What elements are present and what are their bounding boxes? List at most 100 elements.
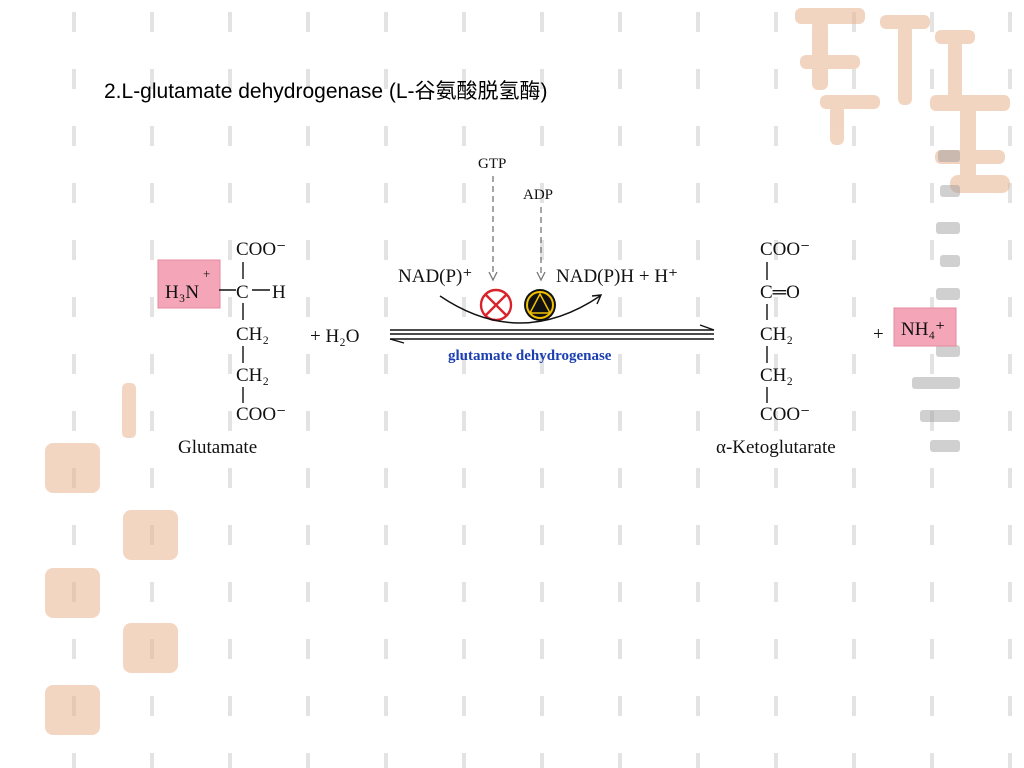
glutamate-alpha-h: H — [272, 282, 286, 303]
background-dash — [150, 12, 154, 32]
seal-small-3 — [123, 510, 178, 560]
background-dash — [852, 69, 856, 89]
background-dash — [618, 753, 622, 768]
background-dash — [384, 12, 388, 32]
background-dash — [462, 183, 466, 203]
background-dash — [150, 126, 154, 146]
background-dash — [72, 69, 76, 89]
background-dash — [930, 753, 934, 768]
background-dash — [150, 753, 154, 768]
background-dash — [72, 126, 76, 146]
cofactor-curved-arrow — [439, 295, 601, 324]
background-dash — [384, 411, 388, 431]
nadp-label: NAD(P)⁺ — [398, 266, 472, 287]
inhibitor-circle-x-icon — [479, 288, 513, 322]
background-dash — [228, 240, 232, 260]
background-dash — [618, 525, 622, 545]
background-dash — [540, 183, 544, 203]
background-dash — [384, 468, 388, 488]
background-dash — [1008, 525, 1012, 545]
background-dash — [72, 240, 76, 260]
background-dash — [852, 183, 856, 203]
background-dash — [72, 183, 76, 203]
background-dash — [1008, 468, 1012, 488]
background-dash — [384, 753, 388, 768]
background-dash — [930, 639, 934, 659]
adp-label: ADP — [523, 187, 553, 203]
background-dash — [540, 525, 544, 545]
glutamate-carboxyl-bottom: COO⁻ — [236, 404, 286, 425]
background-dash — [696, 525, 700, 545]
background-dash — [150, 240, 154, 260]
background-dash — [696, 297, 700, 317]
background-dash — [852, 240, 856, 260]
background-dash — [540, 69, 544, 89]
background-dash — [384, 183, 388, 203]
background-dash — [540, 240, 544, 260]
background-dash — [150, 69, 154, 89]
background-dash — [228, 12, 232, 32]
regulators: GTP ADP — [478, 156, 556, 322]
background-dash — [930, 582, 934, 602]
background-dash — [696, 354, 700, 374]
background-dash — [72, 354, 76, 374]
background-dash — [462, 411, 466, 431]
background-dash — [1008, 354, 1012, 374]
background-dash — [1008, 639, 1012, 659]
background-dash — [774, 582, 778, 602]
background-dash — [696, 582, 700, 602]
background-dash — [384, 354, 388, 374]
background-dash — [384, 69, 388, 89]
cofactor-arrowhead — [591, 294, 603, 305]
background-dash — [852, 468, 856, 488]
background-dash — [618, 297, 622, 317]
background-dash — [72, 525, 76, 545]
background-dash — [228, 582, 232, 602]
background-dash — [696, 696, 700, 716]
background-dash — [228, 354, 232, 374]
background-dash — [774, 696, 778, 716]
background-dash — [150, 354, 154, 374]
background-dash — [462, 696, 466, 716]
background-dash — [774, 69, 778, 89]
background-dash — [462, 468, 466, 488]
background-dash — [852, 411, 856, 431]
background-dash — [618, 354, 622, 374]
background-dash — [150, 696, 154, 716]
seal-small-2 — [45, 443, 100, 493]
background-dash — [72, 12, 76, 32]
background-dash — [384, 240, 388, 260]
glutamate-amine-charge: + — [203, 266, 210, 281]
ketoglutarate-ch2-2: CH₂ — [760, 365, 793, 386]
background-dash — [852, 753, 856, 768]
background-dash — [540, 639, 544, 659]
background-dash — [774, 354, 778, 374]
background-dash — [696, 12, 700, 32]
reversible-arrows — [389, 324, 715, 344]
background-dash — [930, 696, 934, 716]
background-dash — [150, 582, 154, 602]
background-dash — [228, 468, 232, 488]
background-dash — [306, 753, 310, 768]
glutamate-carboxyl-top: COO⁻ — [236, 239, 286, 260]
background-dash — [540, 354, 544, 374]
background-dash — [618, 696, 622, 716]
water-label: + H₂O — [310, 326, 360, 347]
glutamate-structure: COO⁻ H₃N + C H CH₂ CH₂ COO⁻ Glutamate — [157, 239, 286, 458]
background-dash — [1008, 753, 1012, 768]
background-dash — [696, 126, 700, 146]
background-dash — [930, 468, 934, 488]
gtp-arrowhead — [488, 271, 498, 282]
background-dash — [306, 468, 310, 488]
gtp-label: GTP — [478, 156, 506, 172]
background-dash — [306, 411, 310, 431]
background-dash — [228, 69, 232, 89]
background-dash — [1008, 126, 1012, 146]
background-dash — [696, 468, 700, 488]
seal-large-top-right — [795, 8, 1010, 193]
background-dash — [618, 639, 622, 659]
background-dash — [852, 696, 856, 716]
